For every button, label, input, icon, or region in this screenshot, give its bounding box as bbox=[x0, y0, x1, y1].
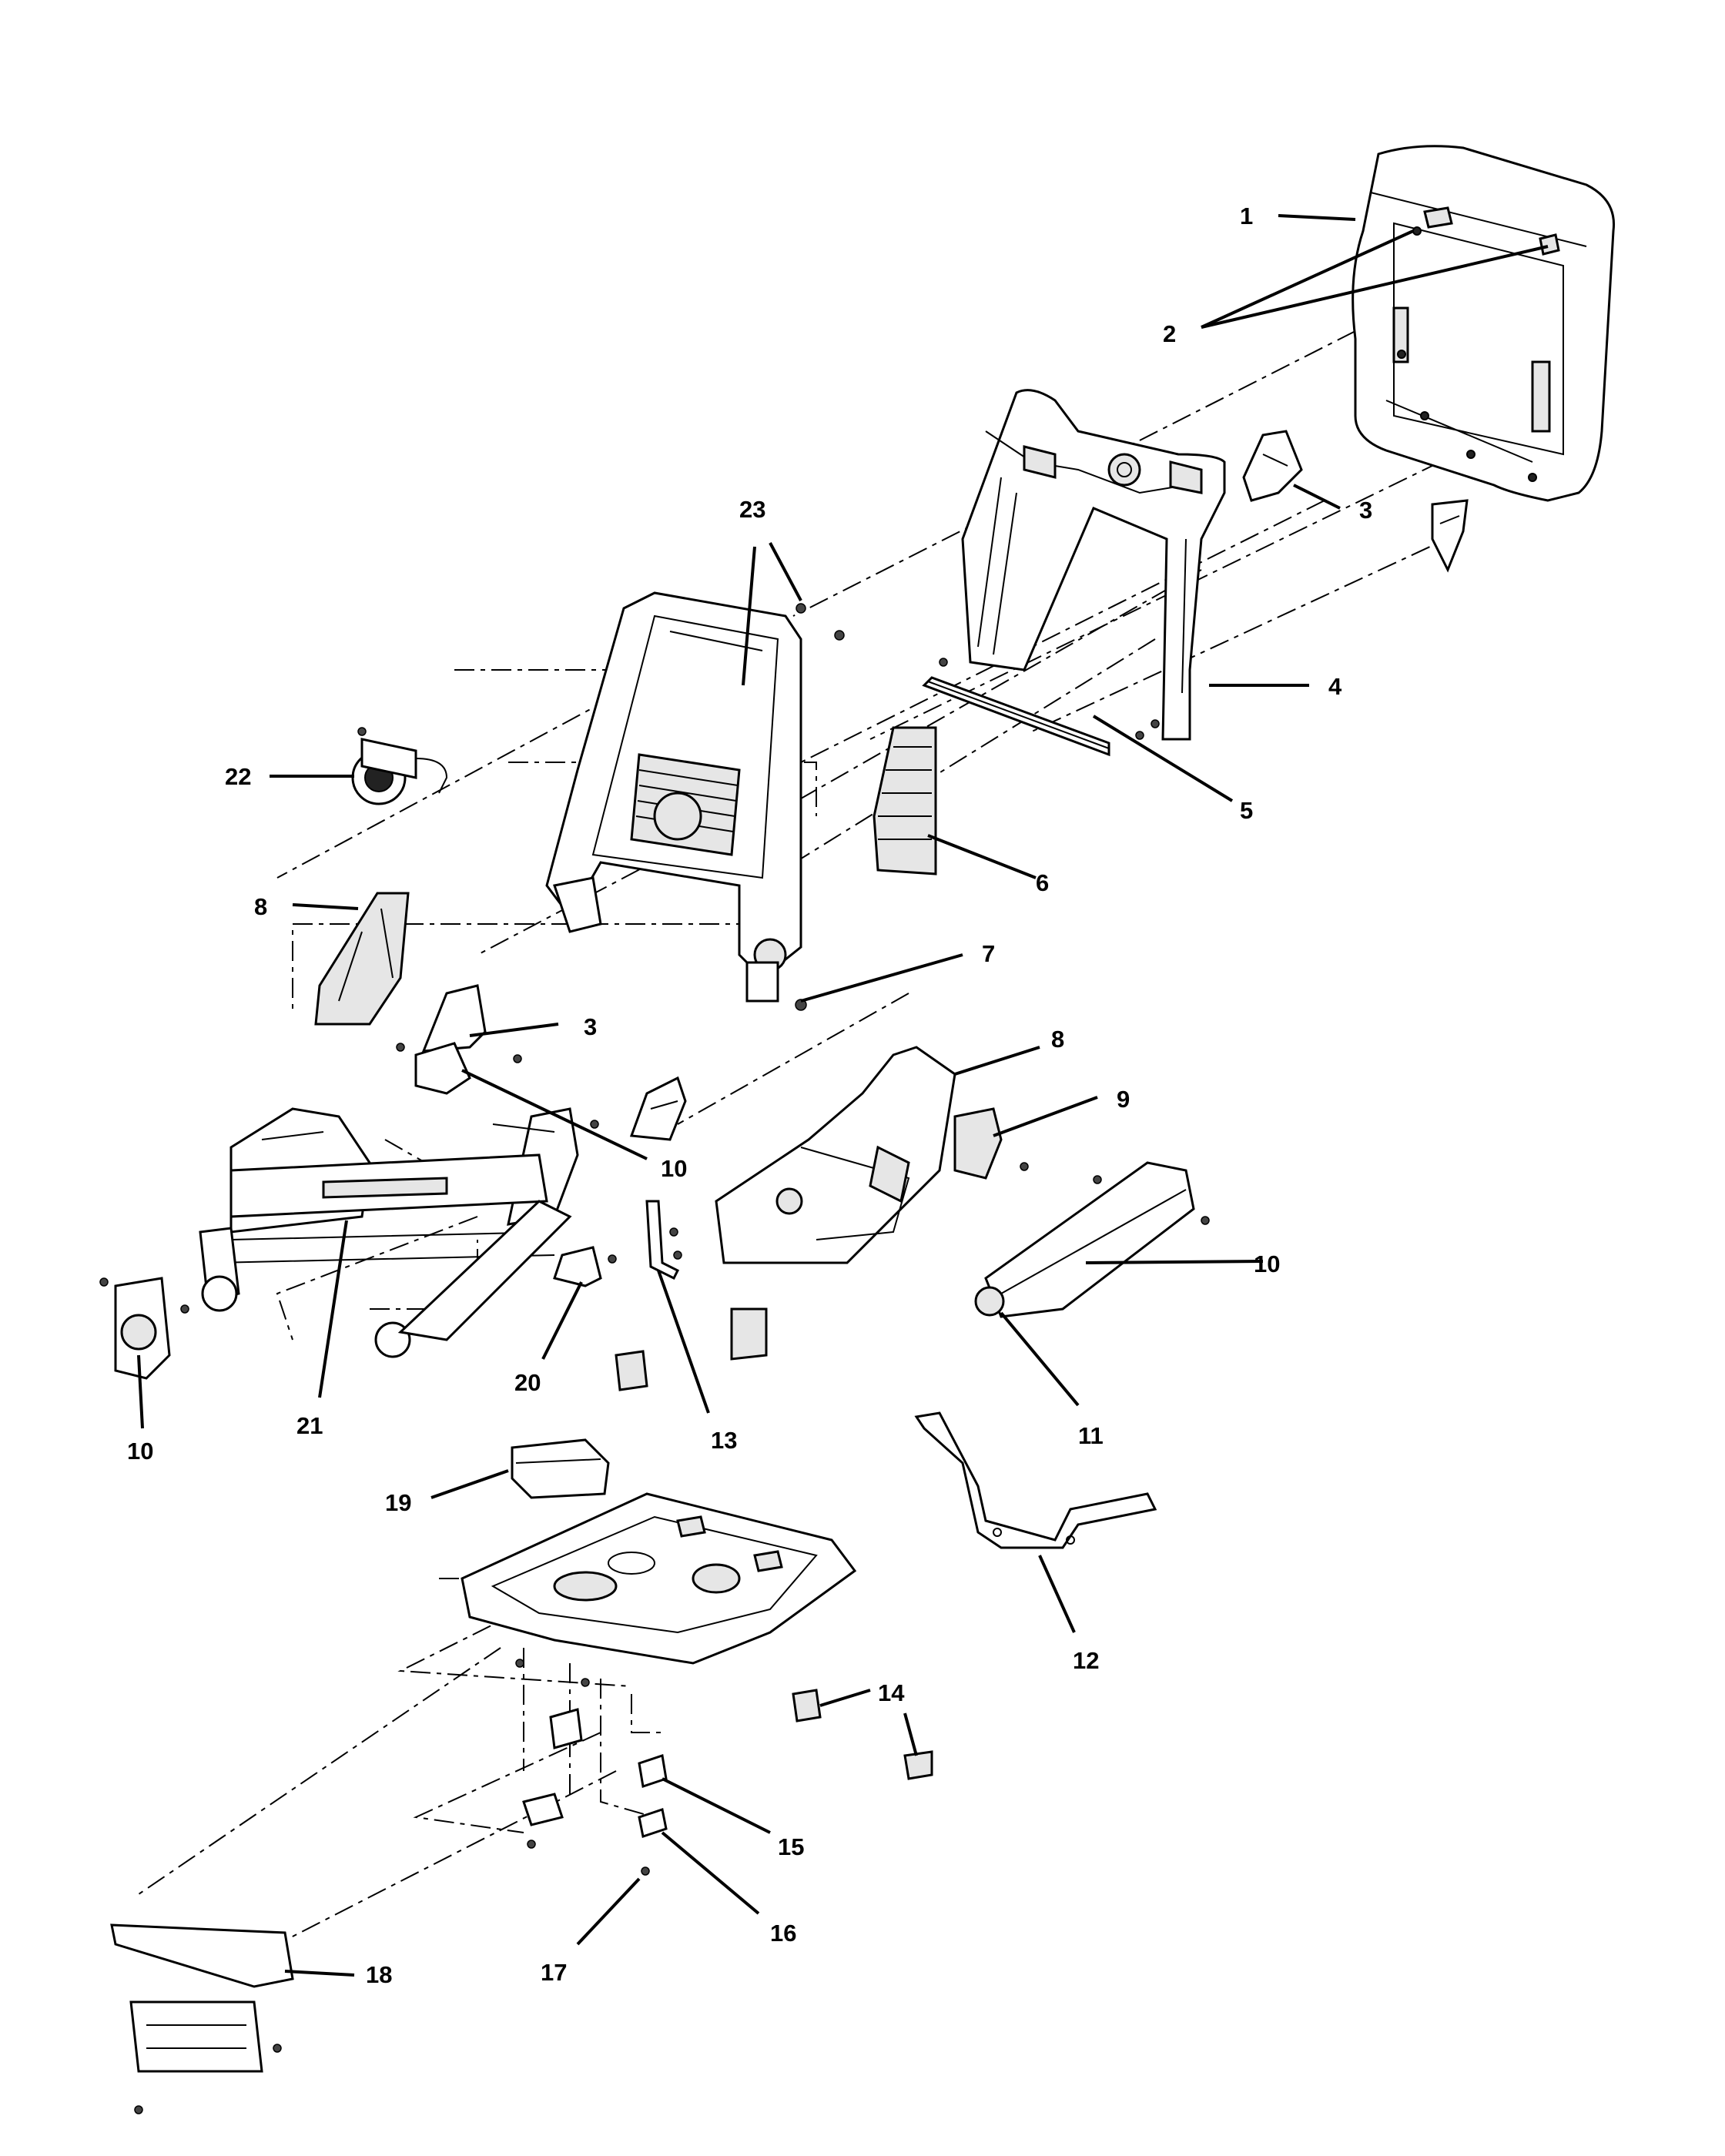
bracket-part-3-upper bbox=[1242, 430, 1469, 573]
callout-10-left: 10 bbox=[127, 1438, 153, 1465]
seat-adjuster-track-part bbox=[199, 1107, 579, 1358]
harness-bracket-part-13 bbox=[615, 1200, 768, 1391]
switch-bezel-part bbox=[953, 1107, 1029, 1180]
callout-10-upper: 10 bbox=[661, 1155, 687, 1182]
callout-21: 21 bbox=[296, 1412, 323, 1439]
callout-10-right: 10 bbox=[1254, 1250, 1280, 1277]
callout-22: 22 bbox=[225, 763, 251, 790]
control-module-part-19 bbox=[511, 1438, 610, 1499]
callout-labels: 1 2 3 3 4 5 6 7 8 8 9 10 10 10 11 12 13 … bbox=[127, 203, 1372, 1988]
callout-7: 7 bbox=[982, 940, 995, 967]
callout-5: 5 bbox=[1240, 797, 1253, 824]
callout-12: 12 bbox=[1073, 1647, 1099, 1674]
recliner-motor-part bbox=[351, 727, 448, 805]
seat-back-frame-part bbox=[545, 591, 845, 1003]
lumbar-pad-part bbox=[873, 726, 937, 875]
bracket-part-20 bbox=[553, 1246, 617, 1287]
brackets-15-16-17 bbox=[515, 1659, 668, 1876]
clip-part-14 bbox=[792, 1689, 933, 1780]
callout-15: 15 bbox=[778, 1833, 804, 1860]
callout-14: 14 bbox=[878, 1679, 905, 1706]
track-cover-left-part bbox=[99, 1277, 189, 1380]
seat-back-trim-frame-part bbox=[961, 389, 1226, 741]
module-bracket-part-18 bbox=[110, 1923, 294, 2114]
callout-8-left: 8 bbox=[254, 893, 267, 920]
seat-pan-part bbox=[461, 1492, 857, 1665]
callout-11: 11 bbox=[1078, 1422, 1104, 1449]
cross-rod-part bbox=[922, 658, 1160, 757]
callout-3-upper: 3 bbox=[1359, 497, 1372, 524]
callout-8-right: 8 bbox=[1051, 1026, 1064, 1053]
callout-23: 23 bbox=[739, 496, 765, 523]
callout-9: 9 bbox=[1117, 1086, 1130, 1113]
callout-20: 20 bbox=[514, 1369, 541, 1396]
wire-bracket-part-12 bbox=[914, 1411, 1157, 1549]
track-cover-upper-part bbox=[396, 1042, 471, 1095]
callout-16: 16 bbox=[770, 1920, 796, 1947]
side-cover-right-part bbox=[715, 1046, 956, 1264]
callout-4: 4 bbox=[1328, 673, 1342, 700]
track-cover-right-part bbox=[974, 1161, 1210, 1318]
callout-2: 2 bbox=[1163, 320, 1176, 347]
callout-leader-lines bbox=[137, 214, 1549, 1977]
callout-3-lower: 3 bbox=[584, 1013, 597, 1040]
callout-19: 19 bbox=[385, 1489, 411, 1516]
side-shield-left-part bbox=[314, 892, 410, 1026]
callout-13: 13 bbox=[711, 1427, 737, 1454]
callout-17: 17 bbox=[541, 1959, 567, 1986]
callout-18: 18 bbox=[366, 1961, 392, 1988]
seat-back-panel-part bbox=[1352, 145, 1616, 502]
callout-1: 1 bbox=[1240, 203, 1253, 229]
callout-6: 6 bbox=[1036, 869, 1049, 896]
